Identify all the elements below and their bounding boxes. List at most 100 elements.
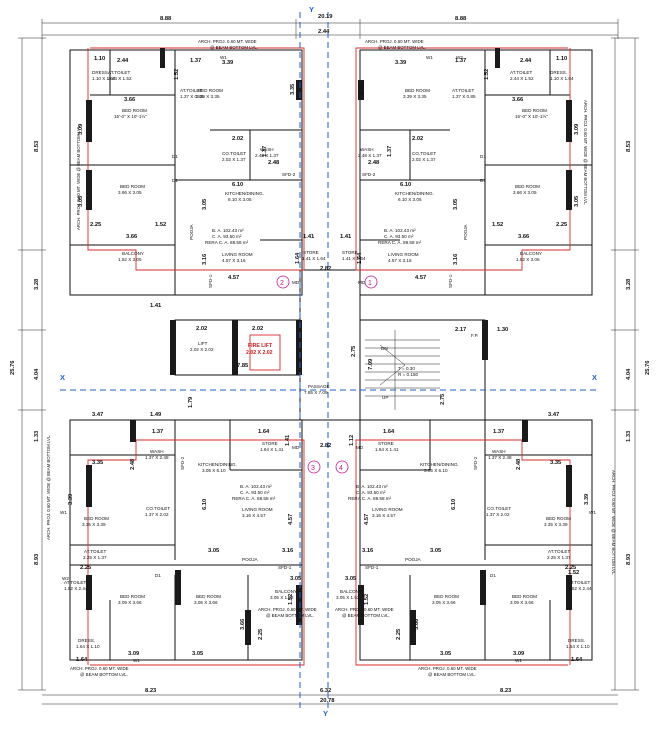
svg-text:1.52 X 2.44: 1.52 X 2.44 — [568, 586, 592, 591]
svg-text:3.09: 3.09 — [574, 123, 580, 135]
room-living-br: LIVING ROOM 3.16 X 4.57 — [372, 507, 403, 518]
svg-text:1.64: 1.64 — [295, 252, 301, 264]
svg-text:4.57 X 3.16: 4.57 X 3.16 — [388, 258, 412, 263]
svg-text:@ BEAM BOTTOM LVL.: @ BEAM BOTTOM LVL. — [80, 672, 128, 677]
sfd1-bl: SFD-1 — [278, 565, 292, 570]
w1-br2: W1 — [515, 658, 522, 663]
svg-text:AT.TOILET: AT.TOILET — [568, 580, 590, 585]
svg-text:ARCH. PROJ. 0.60 MT. WIDE: ARCH. PROJ. 0.60 MT. WIDE — [365, 39, 424, 44]
room-bed-mr: BED ROOM 3.66 X 3.05 — [513, 184, 540, 195]
svg-text:3.39: 3.39 — [395, 60, 407, 66]
svg-text:1.41 X 1.64: 1.41 X 1.64 — [342, 256, 366, 261]
svg-text:3.05 X 3.66: 3.05 X 3.66 — [432, 600, 456, 605]
svg-text:1.41: 1.41 — [285, 434, 291, 446]
svg-text:STORE: STORE — [378, 441, 394, 446]
svg-text:BED ROOM: BED ROOM — [122, 108, 147, 113]
arch-note-top-right: ARCH. PROJ. 0.60 MT. WIDE @ BEAM BOTTOM … — [365, 39, 426, 50]
svg-text:2.17: 2.17 — [455, 327, 466, 333]
w1-tl: W1 — [220, 55, 227, 60]
svg-text:1.41: 1.41 — [340, 234, 352, 240]
arch-side-tl: ARCH. PROJ. 0.60 MT. WIDE @ BEAM BOTTOM … — [76, 125, 81, 230]
marker-1: 1 — [368, 280, 372, 287]
sfd1-br: SFD-1 — [365, 565, 379, 570]
svg-text:1.64 X 1.41: 1.64 X 1.41 — [375, 447, 399, 452]
svg-text:1.37: 1.37 — [387, 146, 393, 157]
room-kitchen-tr: KITCHEN/DINING. 6.10 X 3.05 — [395, 191, 434, 202]
svg-text:AT.TOILET: AT.TOILET — [64, 580, 86, 585]
svg-text:1.41: 1.41 — [150, 303, 162, 309]
svg-text:2.25: 2.25 — [565, 565, 577, 571]
svg-text:3.09: 3.09 — [128, 651, 140, 657]
walls — [69, 49, 593, 661]
svg-text:LIVING ROOM: LIVING ROOM — [222, 252, 253, 257]
svg-text:BED ROOM: BED ROOM — [120, 184, 145, 189]
svg-text:3.09 X 3.66: 3.09 X 3.66 — [510, 600, 534, 605]
d1-tl2: D1 — [172, 178, 178, 183]
svg-text:6.10 X 3.05: 6.10 X 3.05 — [228, 197, 252, 202]
room-attoilet-small-tl: AT.TOILET 1.37 X 0.85 — [180, 88, 204, 99]
dim-right-outer: 25.76 — [645, 360, 651, 375]
svg-text:LIFT: LIFT — [198, 341, 208, 346]
dim-bot-right: 8.23 — [500, 688, 512, 694]
marker-3: 3 — [311, 465, 315, 472]
svg-text:B. A. 102.43 m²: B. A. 102.43 m² — [240, 484, 272, 489]
svg-text:ARCH. PROJ. 0.60 MT. WIDE: ARCH. PROJ. 0.60 MT. WIDE — [198, 39, 257, 44]
svg-text:LIVING ROOM: LIVING ROOM — [388, 252, 419, 257]
svg-text:2.48: 2.48 — [516, 458, 522, 470]
svg-text:3.05: 3.05 — [208, 548, 220, 554]
stair-dn: DN — [381, 346, 388, 351]
room-cotoilet-br: CO.TOILET 1.37 X 2.02 — [486, 506, 511, 517]
svg-text:@ BEAM BOTTOM LVL.: @ BEAM BOTTOM LVL. — [266, 613, 314, 618]
svg-text:ARCH. PROJ. 0.60 MT. WIDE: ARCH. PROJ. 0.60 MT. WIDE — [335, 607, 394, 612]
svg-text:2.75: 2.75 — [440, 393, 446, 405]
svg-text:3.16 X 4.57: 3.16 X 4.57 — [372, 513, 396, 518]
lift: LIFT 2.02 X 2.02 — [190, 341, 214, 352]
svg-text:1.64: 1.64 — [571, 657, 583, 663]
dim-left-d: 1.33 — [34, 430, 40, 442]
d1-tl: D1 — [172, 154, 178, 159]
svg-text:1.52: 1.52 — [484, 69, 490, 80]
room-bed-tl2: BED ROOM 15'-0" X 10'-1½" — [114, 108, 147, 119]
arch-side-bl: ARCH. PROJ. 0.60 MT. WIDE @ BEAM BOTTOM … — [46, 435, 51, 540]
svg-text:1.10 X 1.64: 1.10 X 1.64 — [550, 76, 574, 81]
room-wash-tl: WASH 2.48 X 1.37 — [255, 147, 279, 158]
svg-text:4.57: 4.57 — [415, 275, 426, 281]
room-attoilet-br2: AT.TOILET 1.52 X 2.44 — [568, 580, 592, 591]
columns — [86, 48, 572, 645]
svg-text:BED ROOM: BED ROOM — [405, 88, 430, 93]
svg-text:2.25: 2.25 — [556, 222, 568, 228]
dim-top-mid: 20.19 — [318, 14, 333, 20]
svg-text:LIVING ROOM: LIVING ROOM — [242, 507, 273, 512]
svg-text:WASH: WASH — [360, 147, 374, 152]
svg-text:RERA C. A. 88.58 m²: RERA C. A. 88.58 m² — [205, 240, 249, 245]
svg-text:AT.TOILET: AT.TOILET — [452, 88, 474, 93]
svg-text:15'-0" X 10'-1½": 15'-0" X 10'-1½" — [114, 113, 147, 119]
svg-text:3.16: 3.16 — [362, 548, 374, 554]
svg-text:3.05: 3.05 — [202, 198, 208, 210]
svg-text:@ BEAM BOTTOM LVL.: @ BEAM BOTTOM LVL. — [378, 45, 426, 50]
svg-text:STORE: STORE — [303, 250, 319, 255]
svg-text:BED ROOM: BED ROOM — [522, 108, 547, 113]
svg-text:DRESS.: DRESS. — [92, 70, 109, 75]
room-attoilet-br: AT.TOILET 2.25 X 1.37 — [547, 549, 571, 560]
w1-bl2: W1 — [133, 658, 140, 663]
room-bed-br1: BED ROOM 3.09 X 3.66 — [510, 594, 537, 605]
svg-text:3.39: 3.39 — [222, 60, 234, 66]
axis-x-left: X — [60, 373, 65, 382]
w2-bl: W2 — [62, 576, 69, 581]
svg-text:2.25: 2.25 — [90, 222, 102, 228]
dim-left-outer: 25.76 — [10, 360, 16, 375]
svg-text:ARCH. PROJ. 0.60 MT. WIDE: ARCH. PROJ. 0.60 MT. WIDE — [70, 666, 129, 671]
svg-text:BALCONY: BALCONY — [122, 251, 144, 256]
dim-right-a: 8.53 — [626, 140, 632, 152]
stair-t: T = 0.30 — [398, 366, 415, 371]
svg-text:C. A. 93.50 m²: C. A. 93.50 m² — [384, 234, 414, 239]
svg-text:3.66: 3.66 — [240, 618, 246, 630]
md-r: MD — [358, 280, 366, 285]
svg-text:3.09: 3.09 — [78, 123, 84, 135]
svg-text:B. A. 102.43 m²: B. A. 102.43 m² — [356, 484, 388, 489]
dim-709: 7.09 — [368, 358, 374, 370]
room-balcony-tl: BALCONY 1.52 X 3.05 — [118, 251, 144, 262]
svg-text:C. A. 93.50 m²: C. A. 93.50 m² — [356, 490, 386, 495]
